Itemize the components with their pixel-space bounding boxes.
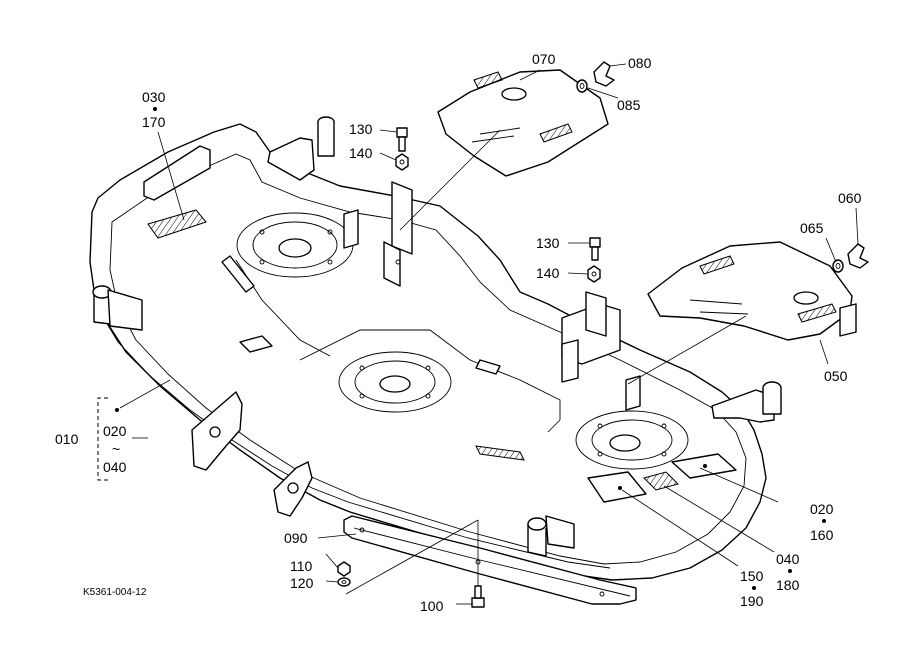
callout-tilde: ~ — [112, 441, 121, 457]
figure-code: K5361-004-12 — [83, 587, 147, 598]
callout-180: 180 — [776, 577, 800, 593]
deck-decals — [147, 209, 737, 503]
callout-100: 100 — [420, 598, 444, 614]
callout-085: 085 — [617, 97, 641, 113]
callout-120: 120 — [290, 575, 314, 591]
callout-190: 190 — [740, 593, 764, 609]
callout-dot — [153, 107, 157, 111]
callout-dot — [788, 569, 792, 573]
callout-170: 170 — [142, 114, 166, 130]
callout-065: 065 — [800, 220, 824, 236]
callout-050: 050 — [824, 368, 848, 384]
shield-mount-post-left — [343, 181, 413, 287]
callout-dot — [752, 586, 756, 590]
callout-020-set: 020 — [103, 423, 127, 439]
shield-mount-post-right — [561, 291, 641, 411]
decal-040 — [643, 471, 679, 491]
callout-070: 070 — [532, 51, 556, 67]
callout-040-set: 040 — [103, 459, 127, 475]
callout-110: 110 — [290, 558, 313, 574]
decal-150 — [587, 471, 647, 503]
callout-130-upper: 130 — [349, 121, 373, 137]
callout-020: 020 — [810, 501, 834, 517]
callout-dot — [822, 519, 826, 523]
callout-130-lower: 130 — [536, 235, 560, 251]
callout-040: 040 — [776, 551, 800, 567]
decal-left — [147, 209, 207, 239]
callout-dot — [115, 408, 119, 412]
callout-140-lower: 140 — [536, 265, 560, 281]
front-baffle-090 — [343, 515, 637, 605]
callout-010: 010 — [55, 431, 79, 447]
hardware — [337, 61, 869, 608]
callout-060: 060 — [838, 190, 862, 206]
blade-shield-050 — [647, 241, 857, 341]
group-bracket-010 — [97, 397, 108, 481]
leader-lines — [119, 63, 859, 605]
callout-160: 160 — [810, 527, 834, 543]
callout-080: 080 — [628, 55, 652, 71]
callout-140-upper: 140 — [349, 145, 373, 161]
deck-brackets — [92, 116, 782, 557]
mower-deck-housing — [89, 123, 767, 581]
callout-090: 090 — [284, 530, 308, 546]
callout-030: 030 — [142, 89, 166, 105]
callout-150: 150 — [740, 568, 764, 584]
